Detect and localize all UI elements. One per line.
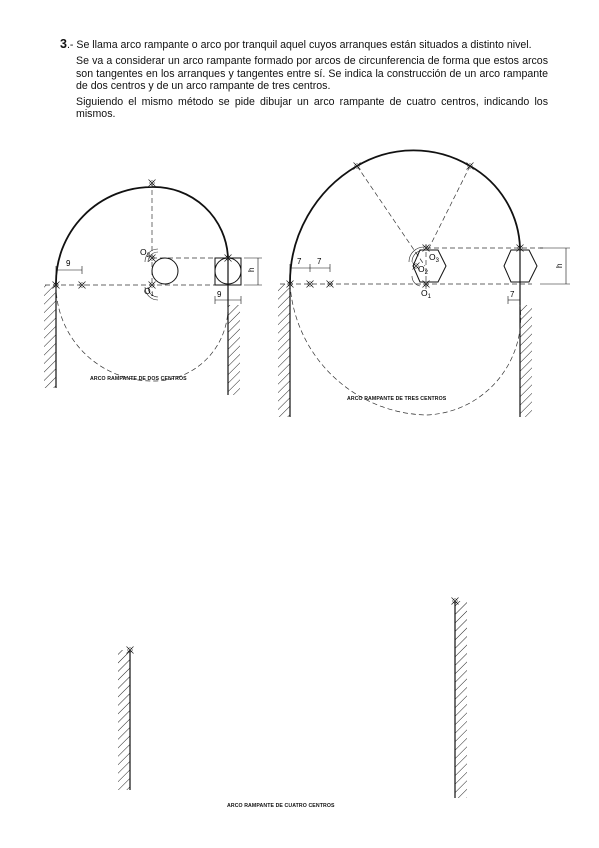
figure-three-centers: 7 7 7 h O3 O2 O1 bbox=[278, 149, 570, 417]
label-o1: O1 bbox=[421, 288, 432, 300]
figure-four-centers bbox=[118, 597, 467, 798]
dim-left-value: 9 bbox=[66, 259, 71, 268]
number-separator: .- bbox=[66, 39, 77, 51]
paragraph-task: Siguiendo el mismo método se pide dibuja… bbox=[76, 96, 548, 121]
right-wall bbox=[227, 258, 240, 395]
dim-h-label: h bbox=[247, 268, 256, 272]
dimension-left bbox=[55, 266, 83, 274]
rampant-arc bbox=[289, 149, 521, 285]
left-wall bbox=[118, 650, 131, 790]
dimension-bottom bbox=[507, 296, 521, 304]
paragraph-definition: 3.- Se llama arco rampante o arco por tr… bbox=[60, 38, 548, 51]
label-o1: O1 bbox=[144, 286, 155, 298]
center-arcs bbox=[408, 246, 425, 287]
hexagon-right bbox=[503, 249, 538, 283]
exercise-statement: 3.- Se llama arco rampante o arco por tr… bbox=[60, 38, 548, 125]
label-o3: O3 bbox=[429, 252, 440, 264]
figure-two-centers: 9 9 h O2 O1 bbox=[44, 179, 262, 395]
left-wall bbox=[44, 285, 57, 388]
dimension-bottom bbox=[214, 296, 242, 304]
definition-text: Se llama arco rampante o arco por tranqu… bbox=[76, 39, 532, 51]
caption-three-centers: ARCO RAMPANTE DE TRES CENTROS bbox=[347, 396, 447, 402]
dim-h-label: h bbox=[555, 264, 564, 268]
center-circle bbox=[151, 257, 179, 285]
rampant-arc bbox=[55, 186, 229, 286]
left-wall bbox=[278, 284, 291, 417]
right-wall bbox=[519, 248, 532, 417]
exercise-number: 3 bbox=[60, 37, 67, 51]
dim-bottom-value: 7 bbox=[510, 290, 515, 299]
dimension-h bbox=[244, 257, 262, 286]
dim-b-value: 7 bbox=[317, 257, 322, 266]
construction-lines bbox=[280, 165, 545, 416]
construction-lines bbox=[45, 182, 240, 382]
center-arcs bbox=[144, 248, 159, 301]
caption-two-centers: ARCO RAMPANTE DE DOS CENTROS bbox=[90, 376, 187, 382]
hexagon-center bbox=[412, 249, 447, 283]
label-o2: O2 bbox=[140, 247, 151, 259]
right-wall bbox=[454, 601, 467, 798]
label-o2: O2 bbox=[418, 264, 429, 276]
paragraph-construction: Se va a considerar un arco rampante form… bbox=[76, 55, 548, 92]
caption-four-centers: ARCO RAMPANTE DE CUATRO CENTROS bbox=[227, 803, 335, 809]
dimension-h bbox=[540, 247, 570, 285]
dim-bottom-value: 9 bbox=[217, 290, 222, 299]
dimension-left bbox=[289, 264, 331, 272]
dim-a-value: 7 bbox=[297, 257, 302, 266]
